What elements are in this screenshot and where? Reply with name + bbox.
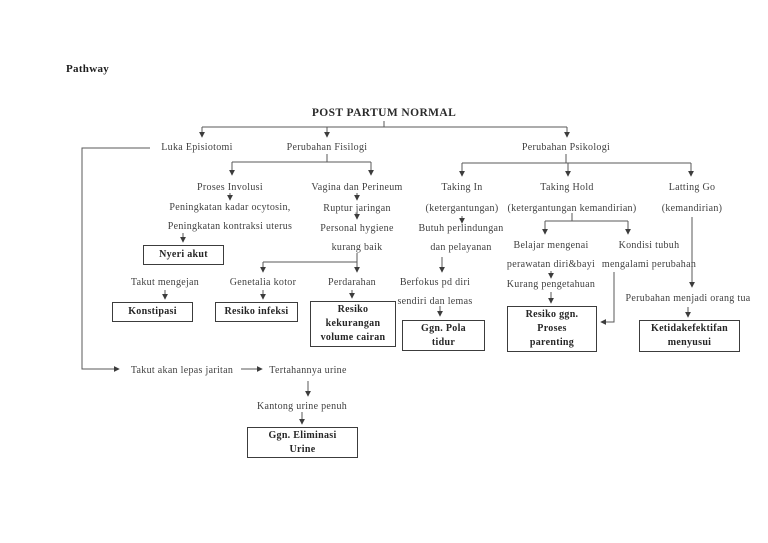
node-taking-hold-sub: (ketergantungan kemandirian) — [507, 203, 637, 214]
diagnosis-box-resiko-infeksi: Resiko infeksi — [215, 302, 298, 322]
node-tertahannya-urine: Tertahannya urine — [269, 365, 347, 376]
node-takut-mengejan: Takut mengejan — [130, 277, 200, 288]
node-perubahan-orang-tua: Perubahan menjadi orang tua — [625, 293, 751, 304]
node-luka-episiotomi: Luka Episiotomi — [161, 142, 233, 153]
diagnosis-box-ggn-eliminasi-urine: Ggn. Eliminasi Urine — [247, 427, 358, 458]
node-latting-go-sub: (kemandirian) — [661, 203, 723, 214]
node-takut-lepas-jaritan: Takut akan lepas jaritan — [130, 365, 234, 376]
diagnosis-box-ggn-pola-tidur: Ggn. Pola tidur — [402, 320, 485, 351]
node-latting-go: Latting Go — [668, 182, 716, 193]
diagnosis-box-konstipasi: Konstipasi — [112, 302, 193, 322]
node-peningkatan: Peningkatan kadar ocytosin, Peningkatan … — [167, 202, 293, 232]
elbow-kondisi-to-parenting — [600, 272, 615, 325]
node-kurang-pengetahuan: Kurang pengetahuan — [506, 279, 596, 290]
diagnosis-box-ketidakefektifan-menyusui: Ketidakefektifan menyusui — [639, 320, 740, 352]
node-kondisi-tubuh: Kondisi tubuh mengalami perubahan — [601, 240, 697, 270]
node-butuh-perlindungan: Butuh perlindungan dan pelayanan — [418, 223, 504, 253]
node-taking-hold: Taking Hold — [540, 182, 594, 193]
node-genetalia-kotor: Genetalia kotor — [229, 277, 297, 288]
node-perubahan-fisilogi: Perubahan Fisilogi — [286, 142, 368, 153]
node-perdarahan: Perdarahan — [328, 277, 376, 288]
node-berfokus: Berfokus pd diri sendiri dan lemas — [397, 277, 473, 307]
connectors — [81, 121, 695, 425]
node-proses-involusi: Proses Involusi — [197, 182, 263, 193]
node-perubahan-psikologi: Perubahan Psikologi — [521, 142, 611, 153]
node-taking-in: Taking In — [441, 182, 483, 193]
node-personal-hygiene: Personal hygiene kurang baik — [320, 223, 394, 253]
diagnosis-box-nyeri-akut: Nyeri akut — [143, 245, 224, 265]
node-belajar-mengenai: Belajar mengenai perawatan diri&bayi — [506, 240, 596, 270]
node-kantong-urine: Kantong urine penuh — [256, 401, 348, 412]
node-ruptur-jaringan: Ruptur jaringan — [323, 203, 391, 214]
elbow-luka-to-takut-jaritan — [81, 147, 150, 372]
node-post-partum-normal: POST PARTUM NORMAL — [311, 107, 457, 119]
node-taking-in-sub: (ketergantungan) — [425, 203, 499, 214]
page-title: Pathway — [66, 63, 110, 75]
node-vagina-perineum: Vagina dan Perineum — [311, 182, 403, 193]
diagnosis-box-resiko-ggn-proses-parenting: Resiko ggn. Proses parenting — [507, 306, 597, 352]
diagnosis-box-resiko-kekurangan-volume-cairan: Resiko kekurangan volume cairan — [310, 301, 396, 347]
